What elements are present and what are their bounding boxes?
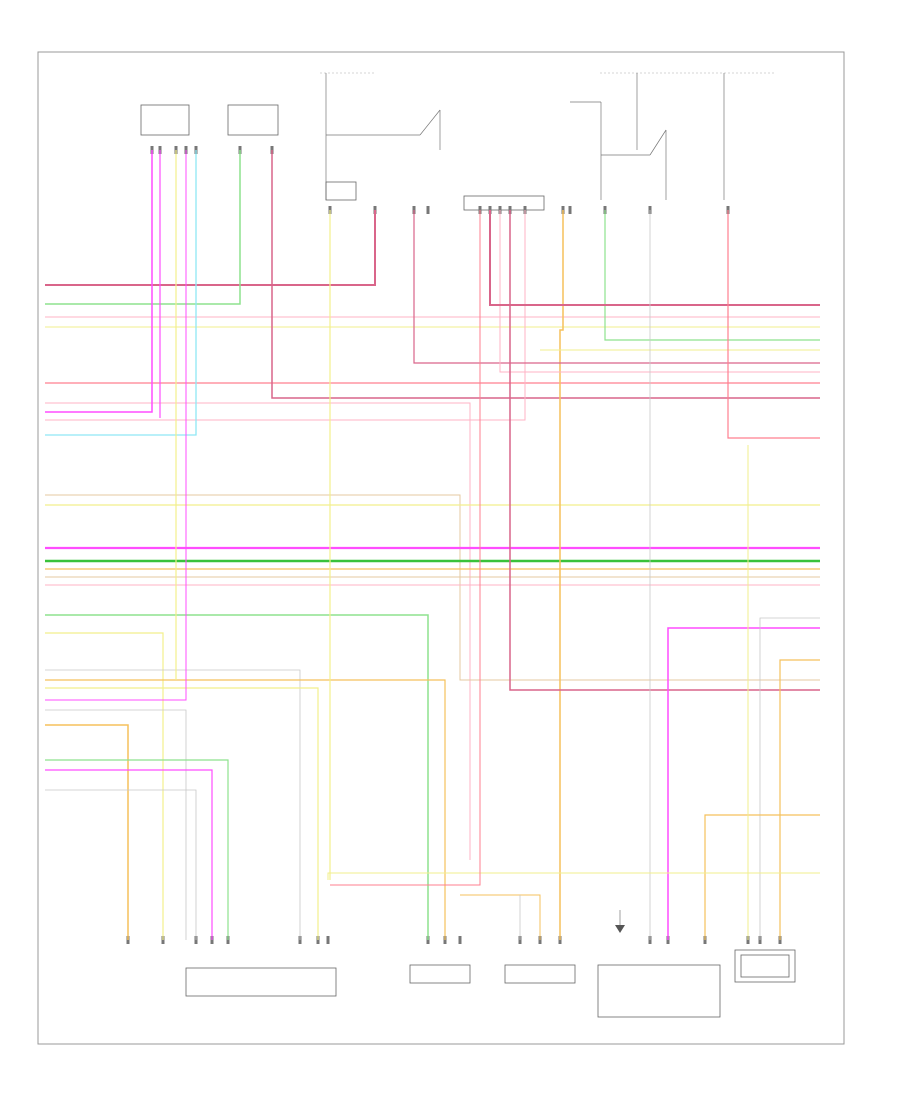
connector-pin	[568, 206, 572, 214]
wire-magenta	[45, 150, 187, 701]
wire-pink-red	[509, 210, 820, 691]
wire-light-pink	[499, 210, 820, 373]
ground-symbol	[615, 910, 625, 933]
top-components	[140, 104, 545, 211]
wire-magenta	[45, 150, 153, 413]
connector-pin	[326, 936, 330, 944]
wire-light-pink	[45, 210, 526, 421]
bottom-components	[185, 949, 796, 1018]
wire-orange	[460, 894, 541, 940]
wire-orange	[45, 724, 129, 940]
power-feed-lines	[320, 72, 775, 200]
wire-red	[727, 210, 820, 439]
wire-yellow	[45, 632, 164, 940]
wire-light-green	[45, 759, 229, 940]
wire-grey	[45, 669, 301, 940]
wire-light-green	[45, 150, 241, 305]
wire-harness	[45, 150, 820, 940]
wire-orange	[559, 210, 564, 940]
wire-orange	[704, 814, 820, 940]
wire-orange	[779, 659, 820, 940]
wire-grey	[45, 789, 197, 940]
wire-grey	[45, 709, 187, 940]
wire-orange	[45, 679, 446, 940]
connector-pin	[426, 206, 430, 214]
wire-light-pink	[45, 402, 471, 860]
wire-light-green	[604, 210, 820, 341]
wire-pink-red	[45, 210, 376, 286]
wire-pink-red	[271, 150, 820, 399]
connector-pins	[126, 146, 782, 944]
wire-pink-red	[413, 210, 820, 364]
wire-light-green	[45, 614, 429, 940]
wire-yellow	[327, 872, 820, 880]
wire-cyan	[45, 150, 197, 436]
wire-red	[330, 210, 481, 886]
wire-pink-red	[489, 210, 820, 306]
wire-magenta	[667, 627, 820, 940]
diagram-frame	[37, 51, 845, 1045]
wire-grey	[759, 617, 820, 940]
wire-magenta	[45, 769, 213, 940]
wire-yellow	[45, 687, 319, 940]
wire-tan	[45, 494, 820, 681]
connector-pin	[458, 936, 462, 944]
